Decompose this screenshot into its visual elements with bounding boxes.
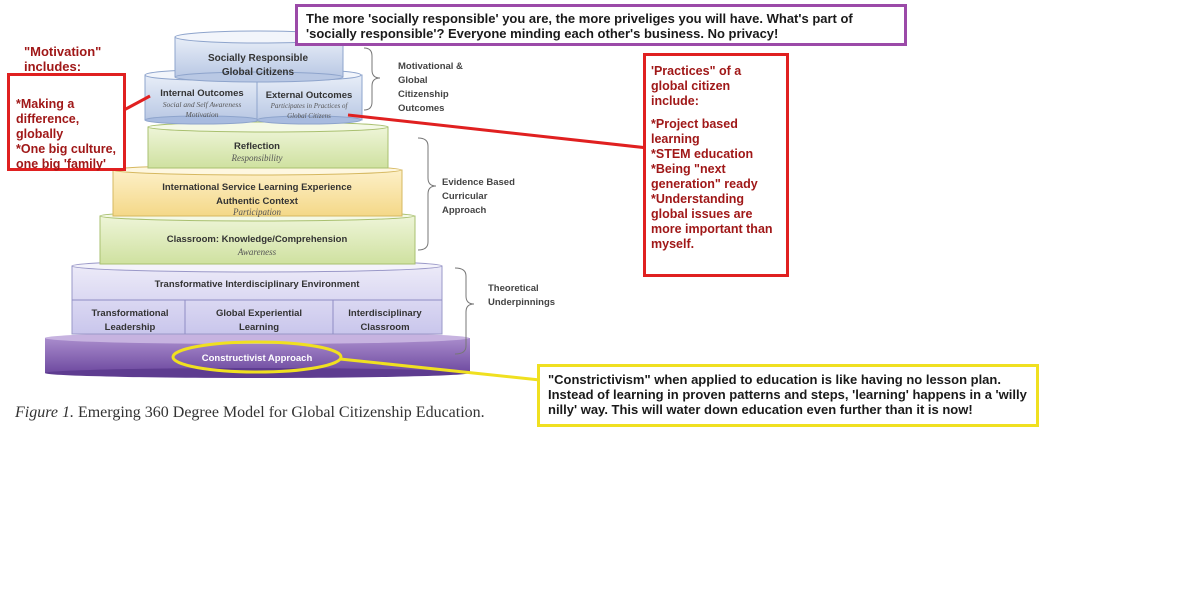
external-outcomes-sub2: Global Citizens [287,112,331,120]
practices-heading: 'Practices" of a global citizen include: [651,64,742,108]
reflection-tier [147,121,389,169]
constructivist-tier [45,332,470,378]
isl-line2: Authentic Context [216,196,299,207]
side-braces [363,47,475,355]
internal-outcomes-sub: Social and Self Awareness [163,100,242,109]
internal-outcomes-title: Internal Outcomes [160,88,243,99]
side-motivational-3: Citizenship [398,89,449,100]
constructivism-callout: "Constrictivism" when applied to educati… [537,364,1039,427]
side-evidence-2: Curricular [442,191,488,202]
classroom-title: Classroom: Knowledge/Comprehension [167,234,348,245]
reflection-title: Reflection [234,141,280,152]
top-line1: Socially Responsible [208,53,308,64]
leadership-line2: Leadership [105,322,156,333]
leadership-line1: Transformational [91,308,168,319]
yellow-connector-line [339,357,541,382]
gel-line2: Learning [239,322,279,333]
isl-line1: International Service Learning Experienc… [162,182,352,193]
side-theoretical-1: Theoretical [488,283,539,294]
privacy-callout: The more 'socially responsible' you are,… [295,4,907,46]
motivation-connector-line [123,94,151,112]
caption-prefix: Figure 1. [15,404,74,421]
motivation-heading-line2: includes: [24,59,82,74]
reflection-sub: Responsibility [231,153,283,163]
side-evidence-3: Approach [442,205,487,216]
top-cylinder [174,30,344,83]
interdisc-line2: Classroom [360,322,409,333]
constructivism-callout-text: "Constrictivism" when applied to educati… [548,372,1027,417]
motivation-callout-text: *Making a difference, globally *One big … [16,97,117,171]
figure-caption: Figure 1. Emerging 360 Degree Model for … [15,404,485,422]
practices-text: *Project based learning *STEM education … [651,117,773,251]
side-motivational-4: Outcomes [398,103,444,114]
privacy-callout-text: The more 'socially responsible' you are,… [306,11,853,41]
external-outcomes-title: External Outcomes [266,90,353,101]
motivation-heading: "Motivation" includes: [24,44,124,74]
practices-callout: 'Practices" of a global citizen include:… [643,53,789,277]
side-motivational-1: Motivational & [398,61,463,72]
external-outcomes-sub: Participates in Practices of [270,102,349,110]
internal-outcomes-cylinder [144,69,261,125]
side-motivational-2: Global [398,75,428,86]
transformative-title: Transformative Interdisciplinary Environ… [155,279,361,290]
classroom-sub: Awareness [237,247,277,257]
isl-sub: Participation [232,207,281,217]
constructivist-highlight-ellipse [171,340,343,374]
motivation-heading-line1: "Motivation" [24,44,102,59]
top-line2: Global Citizens [222,67,295,78]
gel-line1: Global Experiential [216,308,302,319]
caption-rest: Emerging 360 Degree Model for Global Cit… [73,404,485,421]
internal-outcomes-sub2: Motivation [185,110,219,119]
practices-connector-line [347,113,649,150]
interdisc-line1: Interdisciplinary [348,308,422,319]
motivation-callout: *Making a difference, globally *One big … [7,73,126,171]
side-theoretical-2: Underpinnings [488,297,555,308]
side-evidence-1: Evidence Based [442,177,515,188]
constructivist-title: Constructivist Approach [202,353,313,364]
